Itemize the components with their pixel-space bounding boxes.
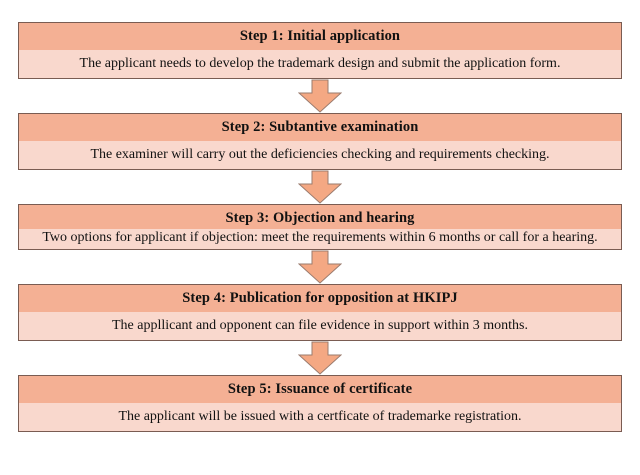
connector-1-to-2 [18, 79, 622, 113]
step-2-title: Step 2: Subtantive examination [19, 114, 621, 141]
step-1-body: The applicant needs to develop the trade… [19, 50, 621, 78]
connector-4-to-5 [18, 341, 622, 375]
step-3-title: Step 3: Objection and hearing [19, 205, 621, 232]
step-3-body: Two options for applicant if objection: … [19, 229, 621, 249]
step-box-3: Step 3: Objection and hearing Two option… [18, 204, 622, 250]
step-box-4: Step 4: Publication for opposition at HK… [18, 284, 622, 341]
step-4-title: Step 4: Publication for opposition at HK… [19, 285, 621, 312]
down-arrow-icon [298, 341, 342, 375]
down-arrow-icon [298, 170, 342, 204]
connector-2-to-3 [18, 170, 622, 204]
step-box-1: Step 1: Initial application The applican… [18, 22, 622, 79]
connector-3-to-4 [18, 250, 622, 284]
step-2-body: The examiner will carry out the deficien… [19, 141, 621, 169]
step-4-body: The appllicant and opponent can file evi… [19, 312, 621, 340]
step-box-2: Step 2: Subtantive examination The exami… [18, 113, 622, 170]
down-arrow-icon [298, 79, 342, 113]
step-5-title: Step 5: Issuance of certificate [19, 376, 621, 403]
down-arrow-icon [298, 250, 342, 284]
step-1-title: Step 1: Initial application [19, 23, 621, 50]
step-box-5: Step 5: Issuance of certificate The appl… [18, 375, 622, 432]
step-5-body: The applicant will be issued with a cert… [19, 403, 621, 431]
